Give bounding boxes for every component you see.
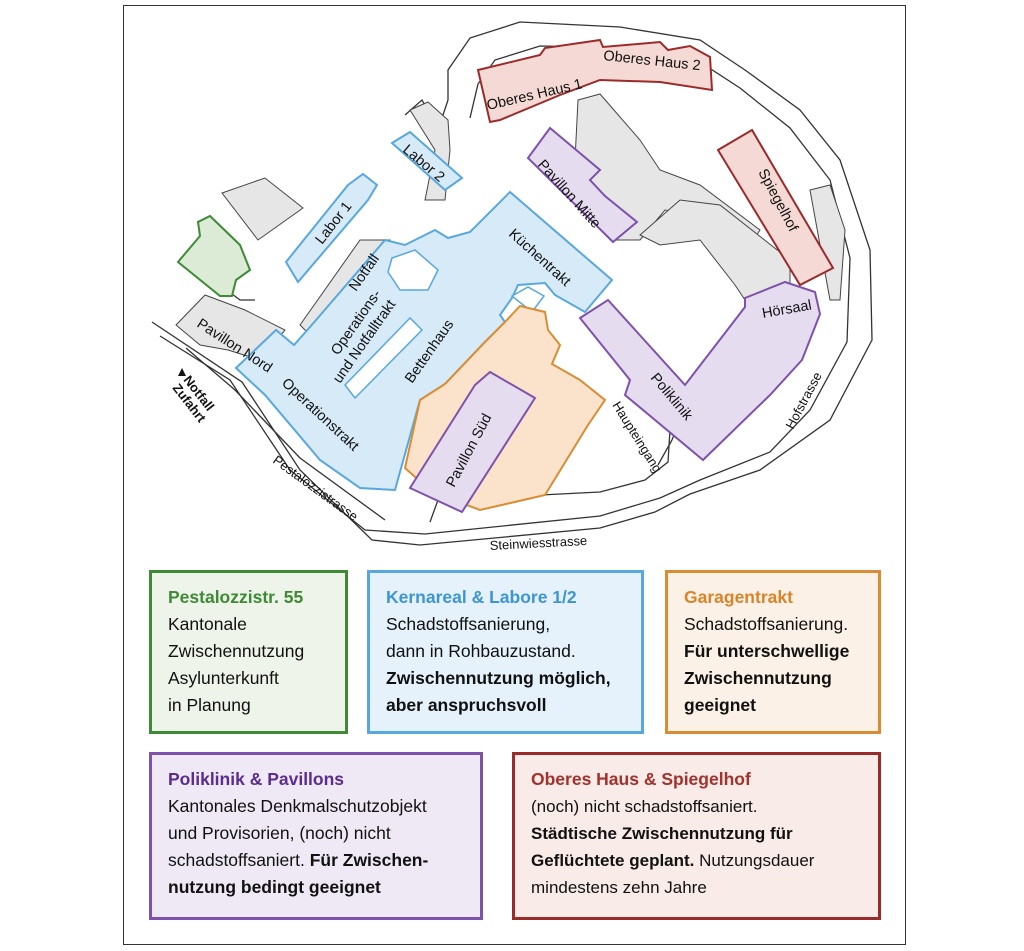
cutouts <box>344 249 546 400</box>
red-buildings <box>476 38 835 287</box>
legend-title-blue: Kernareal & Labore 1/2 <box>386 587 577 607</box>
legend-red-emphasis: Städtische Zwischennutzung für <box>531 824 793 843</box>
legend-blue-emphasis: Zwischennutzung möglich, <box>386 668 611 688</box>
building-poliklinik <box>578 280 822 462</box>
legend-blue-line: dann in Rohbauzustand. <box>386 641 576 661</box>
grey-area-west-building <box>221 177 304 241</box>
legend-title-green: Pestalozzistr. 55 <box>168 587 304 607</box>
building-oberes-haus <box>476 38 714 124</box>
legend-garagentrakt: Garagentrakt Schadstoffsanierung. Für un… <box>665 570 881 734</box>
green-building <box>176 214 252 297</box>
road-edge-outer <box>151 21 873 546</box>
legend-red-emphasis: Geflüchtete geplant. <box>531 851 695 870</box>
label-hofstrasse: Hofstrasse <box>782 369 824 431</box>
legend-oberes-haus-spiegelhof: Oberes Haus & Spiegelhof (noch) nicht sc… <box>512 752 881 920</box>
legend-pestalozzistr-55: Pestalozzistr. 55 Kantonale Zwischennutz… <box>149 570 348 734</box>
building-pestalozzistr-55 <box>176 214 252 297</box>
building-labor-1 <box>284 172 379 284</box>
street-pestalozzi-edge-a <box>185 347 386 521</box>
cutout-operations-court <box>344 316 424 400</box>
legend-blue-line: Schadstoffsanierung, <box>386 614 551 634</box>
legend-red-line: Geflüchtete geplant. Nutzungsdauer <box>531 847 864 874</box>
legend-green-line: Zwischennutzung <box>168 641 305 661</box>
legend-purple-emphasis: Für Zwischen- <box>309 850 429 870</box>
emergency-access: Notfall Zufahrt <box>170 368 217 426</box>
legend-title-purple: Poliklinik & Pavillons <box>168 769 345 789</box>
legend-title-red: Oberes Haus & Spiegelhof <box>531 769 751 789</box>
legend-green-line: Asylunterkunft <box>168 668 279 688</box>
arrow-up-icon <box>178 368 186 376</box>
purple-buildings <box>408 126 822 514</box>
building-spiegelhof <box>716 128 835 287</box>
blue-buildings <box>234 130 614 492</box>
legend-red-line: (noch) nicht schadstoffsaniert. <box>531 797 758 816</box>
legend-blue-emphasis: aber anspruchsvoll <box>386 695 547 715</box>
legend-green-line: Kantonale <box>168 614 247 634</box>
legend-purple-line: schadstoffsaniert. Für Zwischen- <box>168 847 466 874</box>
legend-purple-line: und Provisorien, (noch) nicht <box>168 823 391 843</box>
legend-orange-line: Schadstoffsanierung. <box>684 614 849 634</box>
legend-poliklinik-pavillons: Poliklinik & Pavillons Kantonales Denkma… <box>149 752 483 920</box>
legend-green-line: in Planung <box>168 695 251 715</box>
grey-area-ne-corner <box>809 184 846 301</box>
legend-orange-emphasis: geeignet <box>684 695 756 715</box>
legend-purple-emphasis: nutzung bedingt geeignet <box>168 877 381 897</box>
legend-title-orange: Garagentrakt <box>684 587 793 607</box>
building-pavillon-mitte <box>526 126 639 244</box>
cutout-bettenhaus-court <box>387 249 439 291</box>
site-map: Oberes Haus 1 Oberes Haus 2 Labor 2 Labo… <box>151 21 873 553</box>
building-labor-2 <box>390 130 464 192</box>
label-steinwiesstrasse: Steinwiesstrasse <box>489 533 587 553</box>
legend-orange-emphasis: Zwischennutzung <box>684 668 832 688</box>
legend-red-normal: Nutzungsdauer <box>694 851 815 870</box>
legend-purple-normal: schadstoffsaniert. <box>168 850 310 870</box>
legend-purple-line: Kantonales Denkmalschutzobjekt <box>168 796 427 816</box>
building-pavillon-sued <box>408 370 537 514</box>
legend-red-line: mindestens zehn Jahre <box>531 878 707 897</box>
legend-orange-emphasis: Für unterschwellige <box>684 641 850 661</box>
building-kerngebaeude <box>234 190 614 492</box>
legend-kernareal: Kernareal & Labore 1/2 Schadstoffsanieru… <box>367 570 644 734</box>
